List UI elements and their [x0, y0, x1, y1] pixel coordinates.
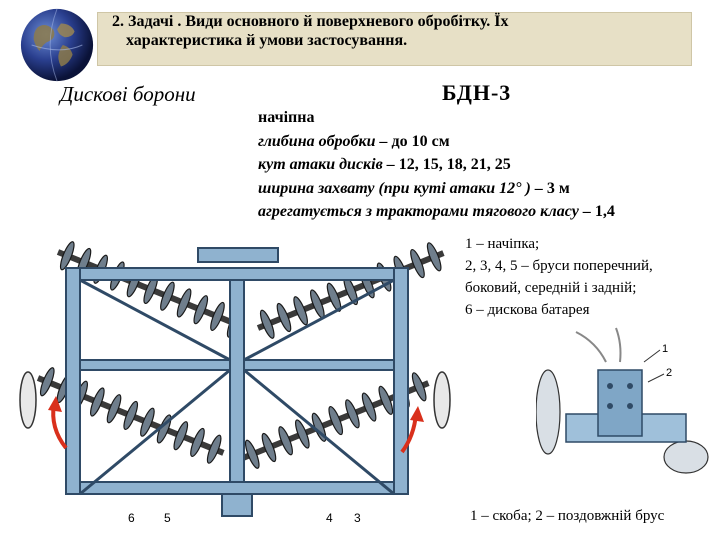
arrowhead-right [410, 406, 424, 422]
legend-item: 6 – дискова батарея [465, 302, 590, 318]
spec-attack-angle: кут атаки дисків – 12, 15, 18, 21, 25 [258, 156, 511, 173]
disc-harrow-illustration: 6 5 4 3 [19, 239, 451, 525]
detail-bracket [597, 369, 643, 437]
page-title: 2. Задачі . Види основного й поверхневог… [112, 12, 682, 50]
label-6: 6 [128, 511, 135, 525]
wheel-right [433, 371, 451, 429]
harrow-frame [65, 247, 409, 517]
spec-mount: начіпна [258, 109, 315, 126]
subject-heading: Дискові борони [60, 82, 196, 106]
globe-icon [20, 8, 94, 82]
label-4: 4 [326, 511, 333, 525]
detail-label-1: 1 [662, 343, 668, 355]
arrowhead-left [48, 396, 62, 412]
legend-item: 1 – начіпка; [465, 236, 540, 252]
disc-gang-rear-left [36, 364, 225, 467]
title-line-2: характеристика й умови застосування. [126, 32, 408, 49]
spec-depth: глибина обробки – до 10 см [258, 132, 450, 150]
model-heading: БДН-3 [442, 80, 512, 105]
label-5: 5 [164, 511, 171, 525]
legend-main: 1 – начіпка; 2, 3, 4, 5 – бруси поперечн… [465, 233, 715, 321]
detail-disc-left [536, 369, 561, 455]
legend-detail: 1 – скоба; 2 – поздовжній брус [470, 508, 665, 524]
detail-disc-right [663, 440, 709, 474]
label-3: 3 [354, 511, 361, 525]
detail-label-2: 2 [666, 367, 672, 379]
spec-width: ширина захвату (при куті атаки 12° ) – 3… [258, 179, 570, 197]
disc-gang-rear-right [241, 369, 430, 472]
hitch-detail-illustration: 1 2 [536, 322, 716, 502]
spec-tractor-class: агрегатується з тракторами тягового клас… [258, 203, 615, 220]
legend-item: боковий, середній і задній; [465, 280, 637, 296]
disc-gang-front-right [256, 239, 445, 342]
spec-list: начіпна глибина обробки – до 10 см кут а… [258, 106, 718, 224]
detail-hand [575, 327, 622, 363]
legend-item: 2, 3, 4, 5 – бруси поперечний, [465, 258, 653, 274]
wheel-left [19, 371, 37, 429]
header-bar [97, 12, 692, 66]
title-line-1: 2. Задачі . Види основного й поверхневог… [112, 13, 509, 30]
